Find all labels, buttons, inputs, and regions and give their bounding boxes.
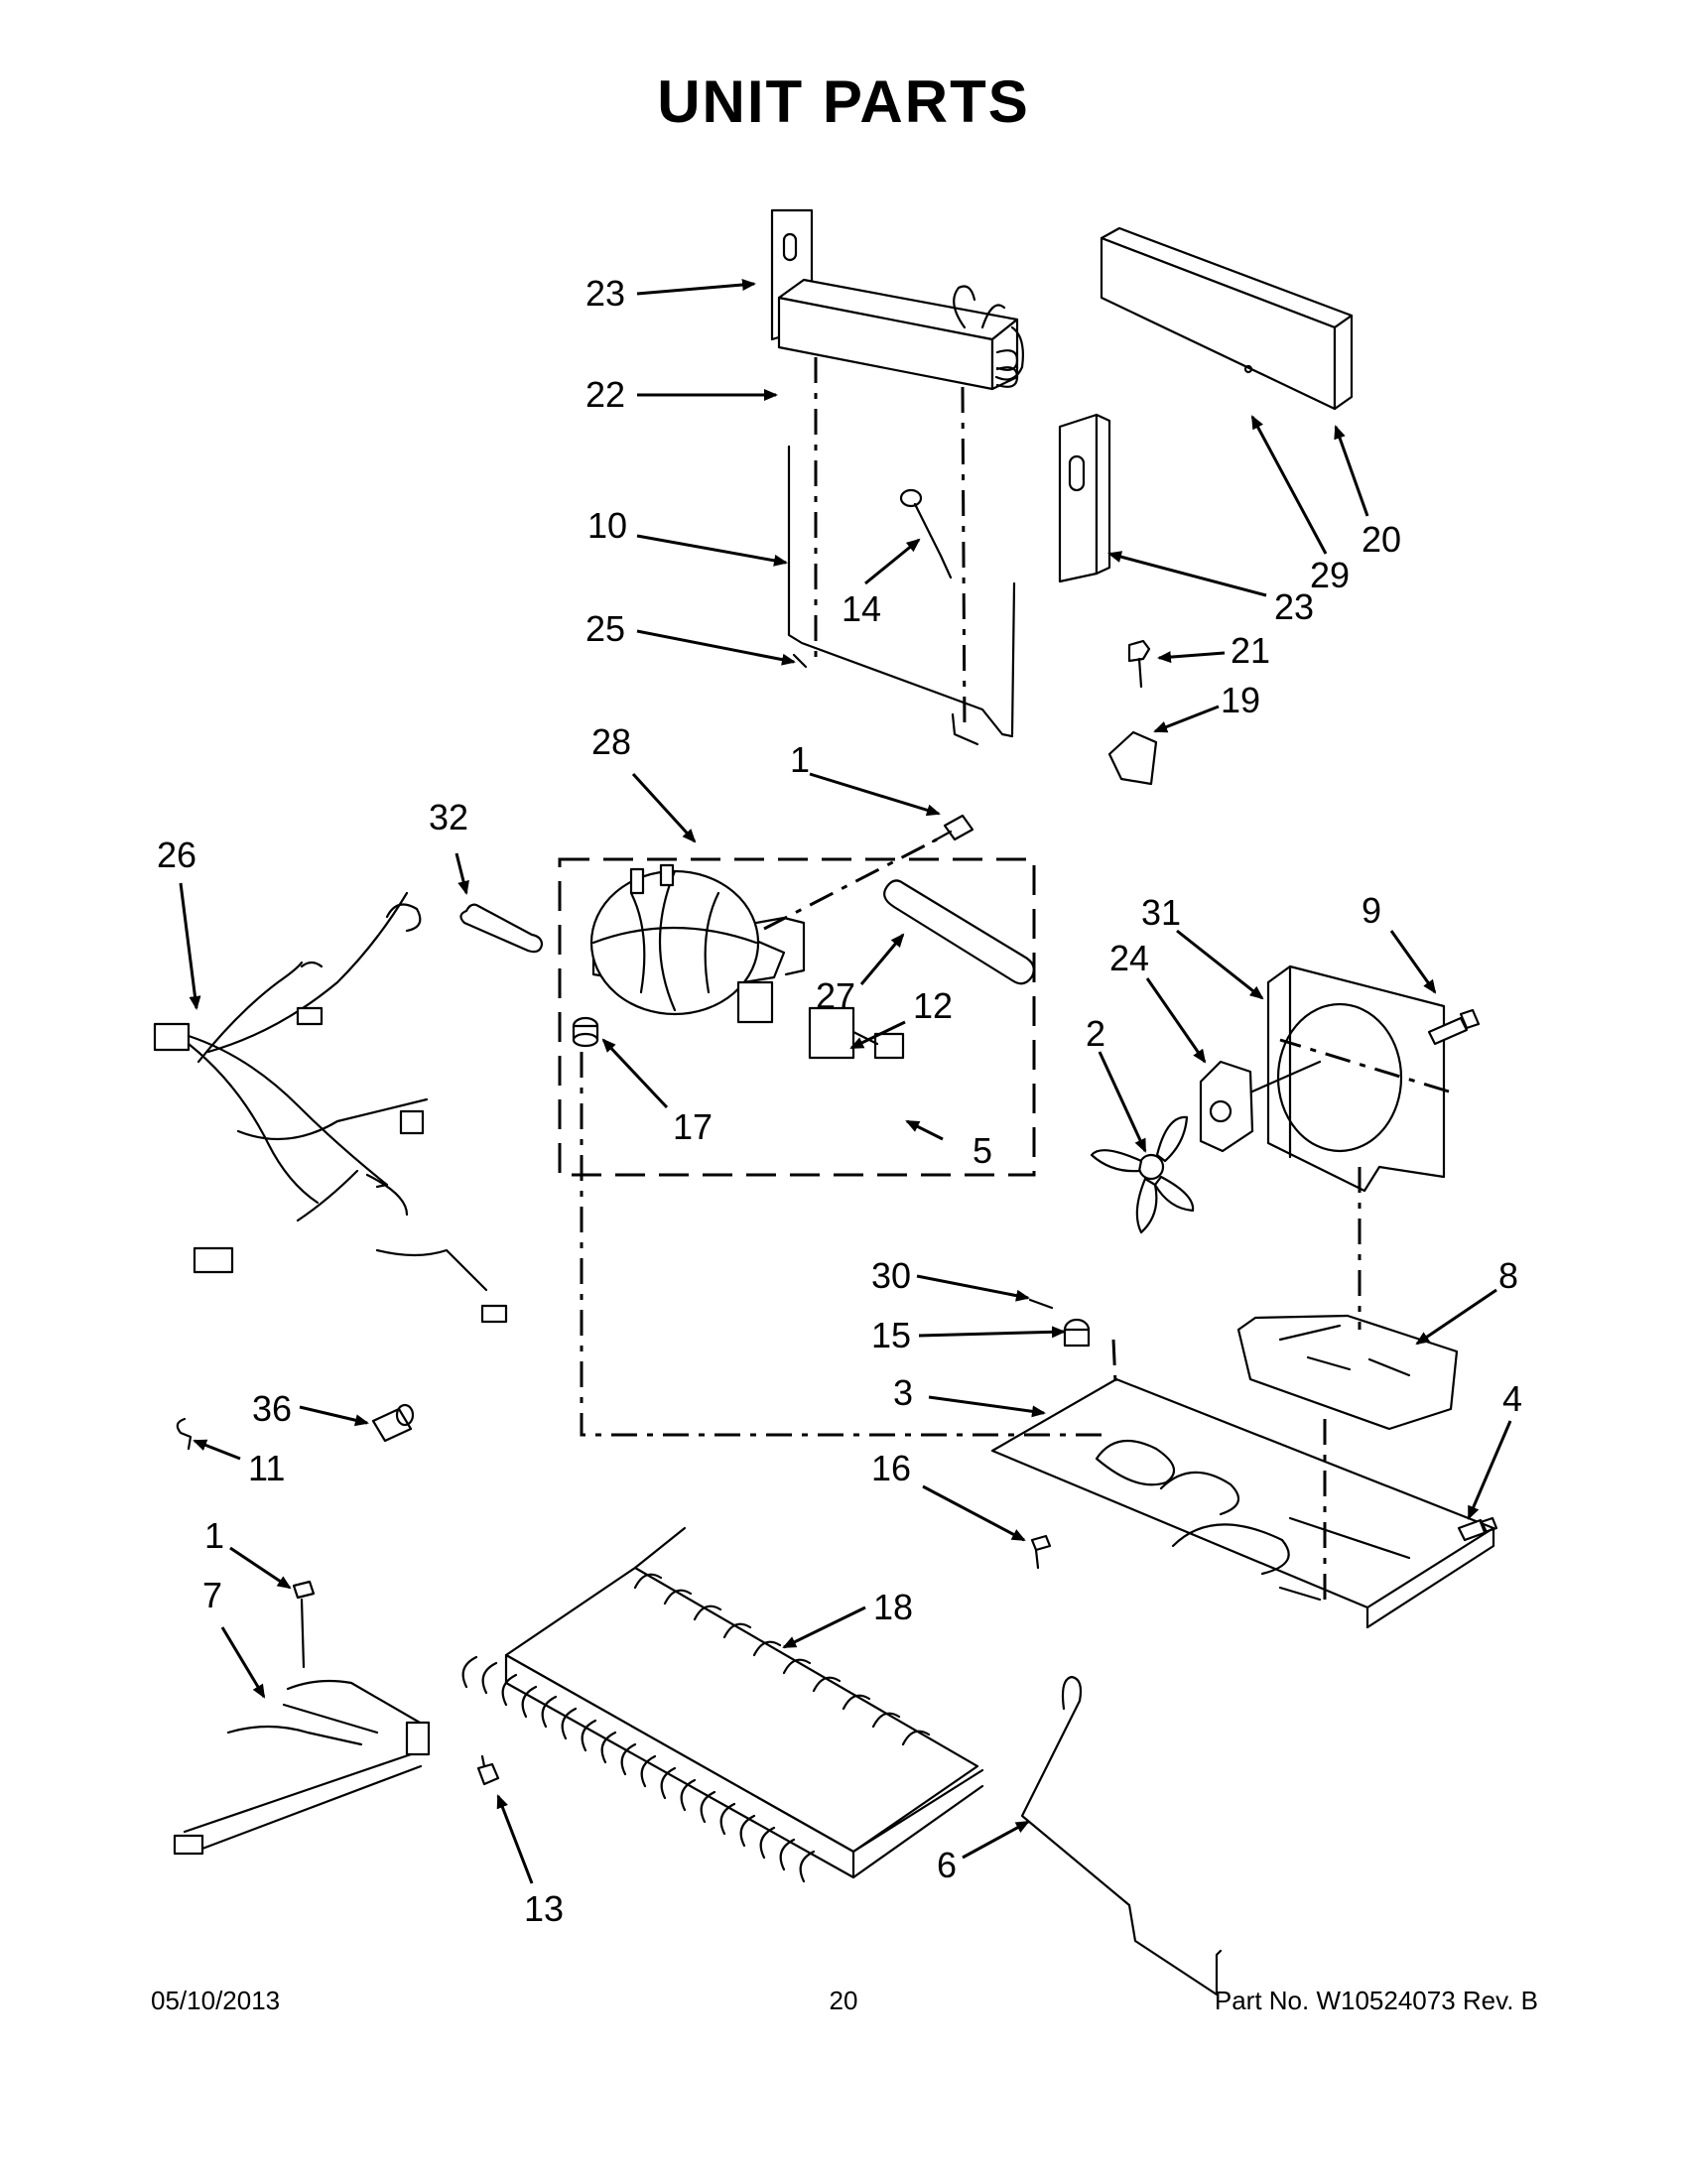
callout-16: 16 — [871, 1448, 911, 1488]
callout-1-top: 1 — [790, 739, 810, 780]
base-screw-front — [1030, 1534, 1052, 1570]
callout-27: 27 — [816, 975, 855, 1016]
callout-14: 14 — [842, 588, 881, 629]
drain-tube — [1020, 1675, 1223, 1996]
callout-12: 12 — [913, 985, 953, 1026]
compressor-assembly — [589, 863, 905, 1060]
grommet-sleeve — [1028, 1298, 1054, 1310]
callout-26: 26 — [157, 835, 196, 875]
condenser-clip — [476, 1754, 500, 1786]
callout-29: 29 — [1310, 555, 1350, 595]
callout-7: 7 — [202, 1575, 222, 1615]
callout-5: 5 — [973, 1130, 992, 1171]
fan-bracket — [1236, 1314, 1459, 1431]
callout-24: 24 — [1109, 938, 1149, 978]
callout-36: 36 — [252, 1388, 292, 1429]
callout-11: 11 — [248, 1448, 285, 1488]
callout-23-top: 23 — [585, 273, 625, 314]
footer-page-number: 20 — [829, 1986, 858, 2015]
callout-17: 17 — [673, 1106, 713, 1147]
evaporator-coil — [770, 208, 1024, 391]
ground-strap — [459, 903, 544, 954]
callout-leaders — [179, 279, 1512, 1884]
screw-and-clip — [1107, 639, 1158, 786]
mounting-grommet — [1063, 1318, 1091, 1348]
callout-21: 21 — [1231, 630, 1270, 671]
callout-1-bottom: 1 — [204, 1515, 224, 1556]
footer-part-number: Part No. W10524073 Rev. B — [1214, 1986, 1538, 2015]
callout-15: 15 — [871, 1315, 911, 1355]
condenser-fan-motor — [1199, 1060, 1322, 1153]
callout-20: 20 — [1362, 519, 1401, 560]
callout-22: 22 — [585, 374, 625, 415]
condenser-fan-shroud — [1266, 964, 1446, 1193]
footer-date: 05/10/2013 — [151, 1986, 281, 2015]
callout-9: 9 — [1362, 890, 1381, 931]
callout-18: 18 — [873, 1587, 913, 1627]
capacitor-clip — [176, 1417, 193, 1451]
callout-23-right: 23 — [1274, 586, 1314, 627]
callout-8: 8 — [1498, 1255, 1518, 1296]
compressor-assembly-box — [558, 857, 1036, 1177]
callout-6: 6 — [937, 1845, 957, 1885]
evaporator-cover — [1100, 226, 1354, 411]
condenser-coil — [461, 1526, 984, 1883]
callout-4: 4 — [1502, 1378, 1522, 1419]
compressor-screw — [931, 814, 974, 843]
fan-shroud-screw — [1427, 1008, 1481, 1046]
defrost-thermostat — [899, 488, 953, 579]
callout-32: 32 — [429, 797, 468, 837]
callout-10: 10 — [587, 505, 627, 546]
callout-28: 28 — [591, 721, 631, 762]
callout-19: 19 — [1221, 680, 1260, 720]
callout-3: 3 — [893, 1372, 913, 1413]
callout-31: 31 — [1141, 892, 1181, 933]
power-cord-harness — [173, 1679, 431, 1856]
connection-lines — [580, 357, 1450, 1600]
page-title: UNIT PARTS — [657, 68, 1030, 135]
harness-screw — [292, 1580, 316, 1669]
evaporator-side-bracket-right — [1058, 413, 1111, 583]
callout-25: 25 — [585, 608, 625, 649]
wiring-harness — [153, 891, 508, 1324]
callout-2: 2 — [1086, 1013, 1105, 1054]
condenser-fan-blade — [1090, 1115, 1195, 1234]
filter-drier — [883, 879, 1035, 985]
base-screw-side — [1457, 1516, 1498, 1542]
callout-13: 13 — [524, 1888, 564, 1929]
defrost-heater-wire — [787, 445, 1016, 746]
compressor-grommet — [572, 1016, 599, 1048]
run-capacitor — [371, 1403, 415, 1443]
callout-30: 30 — [871, 1255, 911, 1296]
